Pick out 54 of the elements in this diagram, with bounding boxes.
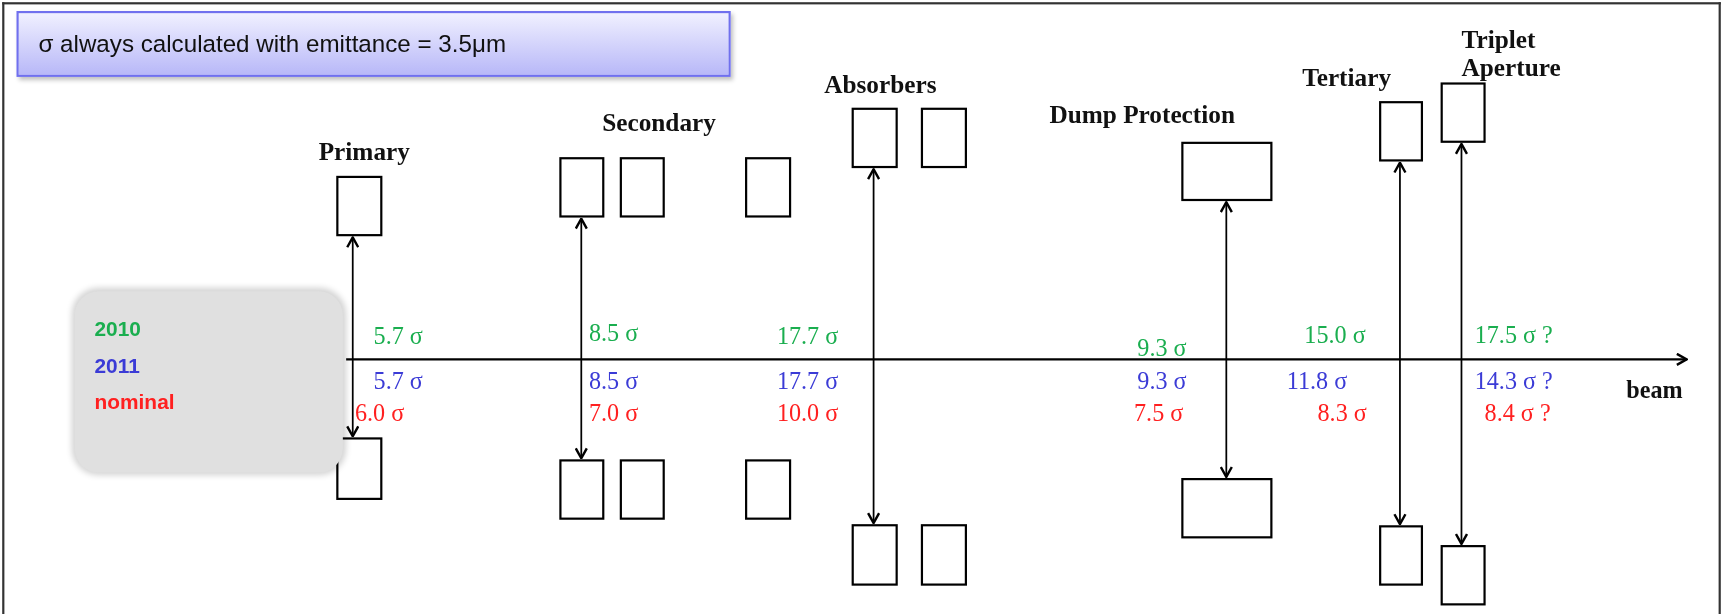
legend-text: 2010 <box>94 317 141 342</box>
legend-text: 2011 <box>94 353 140 378</box>
empty-box <box>559 157 605 218</box>
empty-box <box>1181 478 1273 539</box>
value-label: 17.7 σ <box>776 368 839 395</box>
value-label: 8.5 σ <box>589 319 639 347</box>
value-label: 9.3 σ <box>1137 368 1187 395</box>
value-label: 7.0 σ <box>589 400 639 427</box>
empty-box <box>851 107 898 169</box>
double-arrow <box>1219 201 1233 479</box>
value-label: 6.0 σ <box>354 400 405 427</box>
beam-label: beam <box>1626 376 1683 404</box>
value-label: 5.7 σ <box>373 368 423 395</box>
empty-box <box>920 107 967 169</box>
empty-box <box>920 524 967 586</box>
empty-box <box>619 459 665 520</box>
value-label: 5.7 σ <box>373 323 423 350</box>
value-label: 8.5 σ <box>589 368 639 395</box>
group-title: Absorbers <box>824 71 937 100</box>
note-box <box>16 11 731 77</box>
value-label: 8.3 σ <box>1317 400 1367 427</box>
double-arrow <box>866 168 881 525</box>
double-arrow <box>574 217 588 460</box>
empty-box <box>851 524 898 586</box>
empty-box <box>1379 525 1423 586</box>
empty-box <box>1440 82 1486 143</box>
empty-box <box>745 157 792 218</box>
value-label: 10.0 σ <box>776 400 839 427</box>
empty-box <box>336 175 383 237</box>
note-text: σ always calculated with emittance = 3.5μm <box>38 29 506 59</box>
group-title: Primary <box>318 138 410 167</box>
group-title: Dump Protection <box>1049 101 1235 129</box>
double-arrow <box>346 236 360 438</box>
empty-box <box>745 459 792 520</box>
value-label: 15.0 σ <box>1304 321 1366 349</box>
double-arrow <box>1454 142 1469 546</box>
group-title: Triplet Aperture <box>1461 26 1562 82</box>
empty-box <box>1440 545 1486 606</box>
value-label: 9.3 σ <box>1137 335 1187 362</box>
double-arrow <box>1393 161 1407 526</box>
empty-box <box>619 157 665 218</box>
value-label: 14.3 σ ? <box>1474 368 1553 395</box>
legend-text: nominal <box>94 390 175 415</box>
empty-box <box>559 459 605 520</box>
empty-box <box>1181 141 1273 202</box>
empty-box <box>1379 101 1423 162</box>
value-label: 17.7 σ <box>776 323 839 350</box>
value-label: 11.8 σ <box>1286 368 1348 395</box>
group-title: Tertiary <box>1302 63 1392 92</box>
value-label: 17.5 σ ? <box>1474 321 1553 349</box>
value-label: 7.5 σ <box>1134 400 1184 427</box>
value-label: 8.4 σ ? <box>1484 400 1551 427</box>
empty-box <box>336 437 383 500</box>
group-title: Secondary <box>602 108 716 137</box>
